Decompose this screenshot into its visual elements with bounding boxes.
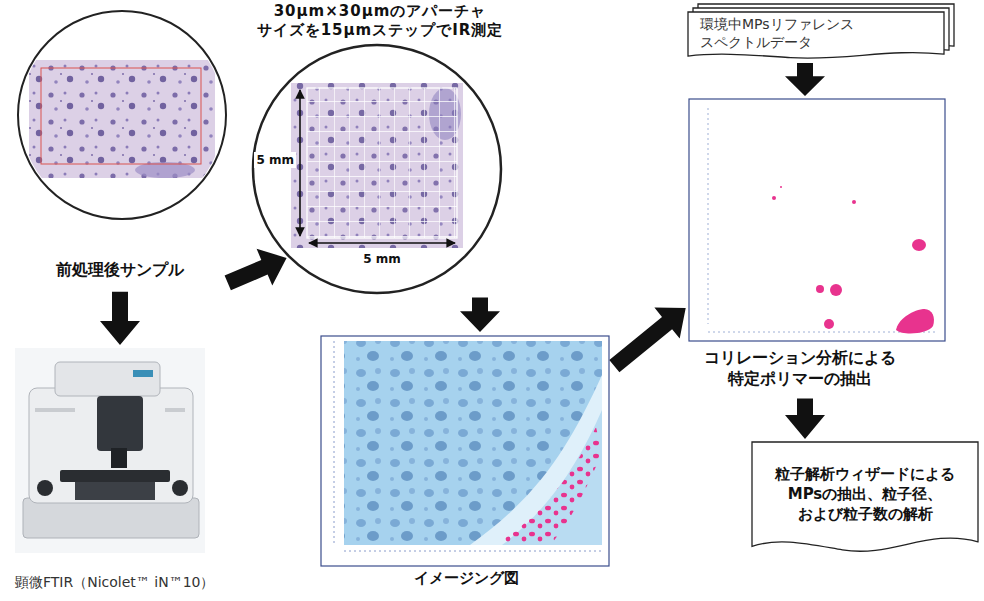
- document-outline: [752, 442, 978, 551]
- sample-figure: 前処理後サンプル: [15, 8, 225, 289]
- dimension-label: 5 mm: [254, 152, 296, 168]
- flow-arrow: [225, 249, 287, 290]
- reference-document: 環境中MPsリファレンス スペクトルデータ: [688, 12, 944, 61]
- imaging-figure: イメージング図: [320, 335, 612, 589]
- figure-caption: コリレーション分析による 特定ポリマーの抽出: [688, 348, 912, 390]
- figure-caption: 環境中MPsリファレンス スペクトルデータ: [700, 16, 932, 51]
- document-outline: [688, 12, 944, 58]
- correlation-figure: コリレーション分析による 特定ポリマーの抽出: [688, 98, 946, 396]
- flow-arrow: [460, 298, 500, 333]
- figure-caption: 顕微FTIR（Nicolet™ iN™10）: [15, 573, 274, 591]
- flow-arrow: [609, 308, 685, 373]
- figure-caption: 粒子解析ウィザードによる MPsの抽出、粒子径、 および粒子数の解析: [762, 464, 968, 525]
- figure-caption: 前処理後サンプル: [15, 260, 225, 281]
- flow-arrow: [785, 399, 825, 439]
- flow-arrow: [785, 63, 825, 96]
- sample-photo: [15, 8, 229, 222]
- instrument-figure: 顕微FTIR（Nicolet™ iN™10）: [12, 348, 274, 591]
- figure-space: [15, 348, 274, 573]
- imaging-map: [320, 335, 610, 567]
- correlation-map: [688, 98, 946, 342]
- dimension-label: 5 mm: [361, 251, 403, 267]
- figure-space: [320, 335, 612, 569]
- instrument-illustration: [15, 348, 205, 553]
- figure-caption: イメージング図: [320, 569, 612, 589]
- analysis-document: 粒子解析ウィザードによる MPsの抽出、粒子径、 および粒子数の解析: [752, 442, 978, 558]
- figure-heading: 30μm×30μmのアパーチャ サイズを15μmステップでIR測定: [245, 2, 515, 40]
- figure-space: [688, 98, 912, 348]
- figure-space: [15, 8, 225, 260]
- flow-arrow: [100, 292, 140, 345]
